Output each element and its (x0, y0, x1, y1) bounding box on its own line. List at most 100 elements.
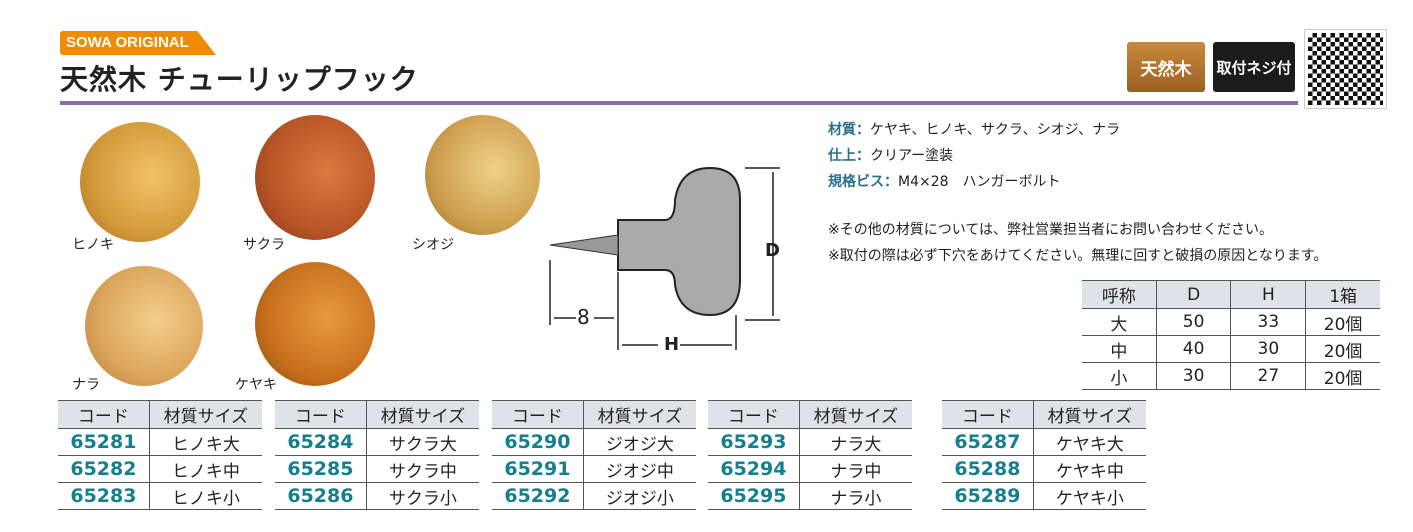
spec-label: 規格ビス： (828, 174, 898, 190)
cell: 30 (1230, 335, 1306, 363)
material-size: ナラ小 (798, 482, 912, 510)
product-code: 65289 (942, 482, 1034, 510)
screw-included-badge: 取付ネジ付 (1213, 42, 1295, 92)
cell: 27 (1230, 362, 1306, 390)
material-size: ケヤキ小 (1032, 482, 1146, 510)
dimension-d-label: D (765, 240, 780, 261)
material-size: サクラ中 (365, 455, 479, 483)
knob-label: サクラ (243, 237, 285, 253)
material-size: ケヤキ大 (1032, 428, 1146, 456)
product-code: 65294 (708, 455, 800, 483)
hinoki-knob-image (80, 122, 200, 242)
page-title: 天然木 チューリップフック (60, 63, 419, 96)
material-size: ナラ中 (798, 455, 912, 483)
dimension-8-label: 8 (577, 305, 590, 329)
cell: 30 (1155, 362, 1231, 390)
col-header: コード (708, 400, 800, 429)
spec-value: M4×28 ハンガーボルト (898, 174, 1061, 190)
material-size: ナラ大 (798, 428, 912, 456)
material-size: ヒノキ大 (148, 428, 262, 456)
spec-screw: 規格ビス：M4×28 ハンガーボルト (828, 171, 1061, 191)
dimension-h-label: H (664, 334, 680, 355)
knob-label: ナラ (72, 377, 100, 393)
qr-code-icon (1304, 29, 1387, 109)
sakura-knob-image (255, 115, 375, 240)
product-code: 65290 (492, 428, 584, 456)
col-header: 材質サイズ (798, 400, 912, 429)
dimension-diagram (549, 166, 780, 350)
note: ※その他の材質については、弊社営業担当者にお問い合わせください。 (828, 222, 1274, 238)
product-code: 65293 (708, 428, 800, 456)
natural-wood-badge: 天然木 (1127, 42, 1205, 92)
col-header: H (1230, 280, 1306, 309)
spec-finish: 仕上：クリアー塗装 (828, 145, 953, 165)
cell: 大 (1082, 308, 1157, 336)
col-header: コード (492, 400, 584, 429)
product-code: 65282 (58, 455, 150, 483)
keyaki-knob-image (255, 262, 375, 386)
col-header: 材質サイズ (1032, 400, 1146, 429)
cell: 33 (1230, 308, 1306, 336)
col-header: 1箱 (1305, 280, 1380, 309)
knob-label: ケヤキ (235, 377, 277, 393)
shioji-knob-image (425, 115, 540, 235)
product-code: 65287 (942, 428, 1034, 456)
title-divider (60, 101, 1298, 105)
col-header: コード (942, 400, 1034, 429)
col-header: コード (275, 400, 367, 429)
product-code: 65288 (942, 455, 1034, 483)
cell: 40 (1155, 335, 1231, 363)
cell: 20個 (1305, 362, 1380, 390)
material-size: ケヤキ中 (1032, 455, 1146, 483)
spec-material: 材質：ケヤキ、ヒノキ、サクラ、シオジ、ナラ (828, 119, 1120, 139)
material-size: ヒノキ小 (148, 482, 262, 510)
cell: 20個 (1305, 335, 1380, 363)
brand-label: SOWA ORIGINAL (60, 31, 216, 55)
material-size: サクラ大 (365, 428, 479, 456)
note: ※取付の際は必ず下穴をあけてください。無理に回すと破損の原因となります。 (828, 248, 1328, 264)
col-header: 材質サイズ (582, 400, 696, 429)
product-code: 65291 (492, 455, 584, 483)
product-code: 65281 (58, 428, 150, 456)
material-size: ジオジ中 (582, 455, 696, 483)
spec-label: 材質： (828, 122, 870, 138)
material-size: サクラ小 (365, 482, 479, 510)
col-header: コード (58, 400, 150, 429)
cell: 50 (1155, 308, 1231, 336)
product-code: 65292 (492, 482, 584, 510)
spec-value: クリアー塗装 (870, 148, 954, 164)
cell: 中 (1082, 335, 1157, 363)
material-size: ジオジ大 (582, 428, 696, 456)
product-code: 65283 (58, 482, 150, 510)
material-size: ジオジ小 (582, 482, 696, 510)
col-header: 呼称 (1082, 280, 1157, 309)
knob-label: ヒノキ (72, 237, 114, 253)
spec-value: ケヤキ、ヒノキ、サクラ、シオジ、ナラ (870, 122, 1121, 138)
cell: 小 (1082, 362, 1157, 390)
product-code: 65284 (275, 428, 367, 456)
spec-label: 仕上： (828, 148, 870, 164)
product-code: 65286 (275, 482, 367, 510)
product-code: 65285 (275, 455, 367, 483)
nara-knob-image (85, 266, 203, 386)
